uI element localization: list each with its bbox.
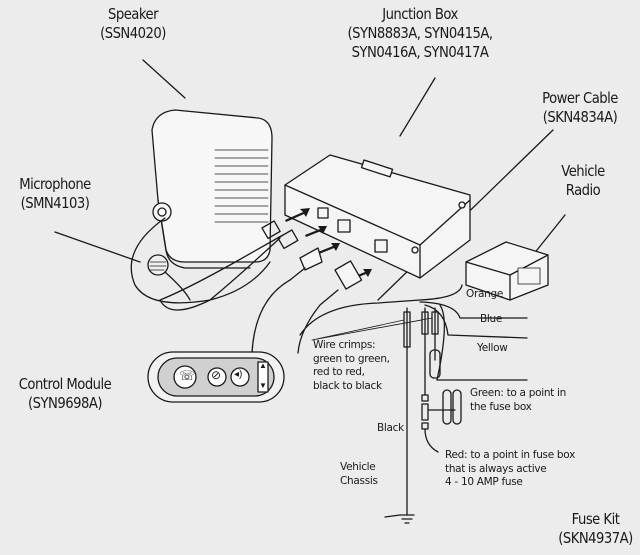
- control-module-label: Control Module (SYN9698A): [8, 375, 122, 413]
- crimps-note-line: black to black: [313, 379, 382, 392]
- green-note-line: Green: to a point in: [470, 387, 567, 399]
- fuse-kit-name: Fuse Kit: [571, 510, 620, 528]
- down-arrow-icon: ▼: [259, 381, 267, 390]
- junction-box-label: Junction Box (SYN8883A, SYN0415A, SYN041…: [328, 5, 513, 62]
- crimps-note: Wire crimps: green to green, red to red,…: [313, 339, 390, 393]
- vehicle-chassis-note: Vehicle Chassis: [340, 461, 378, 488]
- connection-arrows: [285, 208, 372, 280]
- control-module-name: Control Module: [18, 375, 112, 393]
- speaker-part: (SSN4020): [100, 24, 166, 42]
- cables: [130, 217, 363, 354]
- wire-label-orange: Orange: [466, 288, 503, 300]
- junction-box-illustration: [284, 154, 471, 279]
- crimps-note-line: Wire crimps:: [313, 339, 376, 351]
- green-wire-note: Green: to a point in the fuse box: [470, 387, 566, 414]
- speaker-label: Speaker (SSN4020): [89, 5, 177, 43]
- green-note-line: the fuse box: [470, 400, 532, 413]
- ground-icon: [400, 505, 401, 506]
- microphone-name: Microphone: [19, 175, 91, 193]
- crimps-note-line: green to green,: [313, 352, 390, 365]
- junction-box-parts-2: SYN0416A, SYN0417A: [351, 43, 489, 61]
- microphone-label: Microphone (SMN4103): [7, 175, 104, 213]
- power-harness: [299, 284, 528, 524]
- red-wire-note: Red: to a point in fuse box that is alwa…: [445, 449, 575, 490]
- wire-label-black: Black: [377, 422, 404, 434]
- speaker-name: Speaker: [108, 5, 159, 23]
- wire-label-yellow: Yellow: [477, 342, 508, 354]
- control-module-illustration: [147, 351, 285, 403]
- power-cable-label: Power Cable (SKN4834A): [527, 89, 633, 127]
- power-cable-part: (SKN4834A): [542, 108, 618, 126]
- control-module-part: (SYN9698A): [28, 394, 102, 412]
- radio-illustration: [465, 241, 549, 301]
- up-arrow-icon: ▲: [259, 361, 267, 370]
- phone-button-icon: ☏: [179, 368, 196, 383]
- chassis-note-line: Vehicle: [340, 461, 376, 473]
- mute-button-icon: ⊘: [211, 368, 222, 382]
- red-note-line: 4 - 10 AMP fuse: [445, 476, 523, 488]
- power-cable-name: Power Cable: [542, 89, 618, 107]
- junction-box-name: Junction Box: [382, 5, 458, 23]
- speaker-illustration: [151, 109, 273, 269]
- vehicle-radio-line1: Vehicle: [561, 162, 605, 180]
- junction-box-parts-1: (SYN8883A, SYN0415A,: [347, 24, 493, 42]
- microphone-part: (SMN4103): [20, 194, 90, 212]
- volume-button-icon: ◂): [234, 369, 243, 380]
- chassis-note-line: Chassis: [340, 474, 378, 487]
- red-note-line: Red: to a point in fuse box: [445, 449, 575, 461]
- crimps-note-line: red to red,: [313, 366, 365, 378]
- wire-label-blue: Blue: [480, 313, 503, 325]
- fuse-kit-part: (SKN4937A): [558, 529, 633, 547]
- vehicle-radio-line2: Radio: [565, 181, 601, 199]
- vehicle-radio-label: Vehicle Radio: [548, 162, 618, 200]
- fuse-kit-label: Fuse Kit (SKN4937A): [554, 510, 638, 548]
- red-note-line: that is always active: [445, 462, 547, 475]
